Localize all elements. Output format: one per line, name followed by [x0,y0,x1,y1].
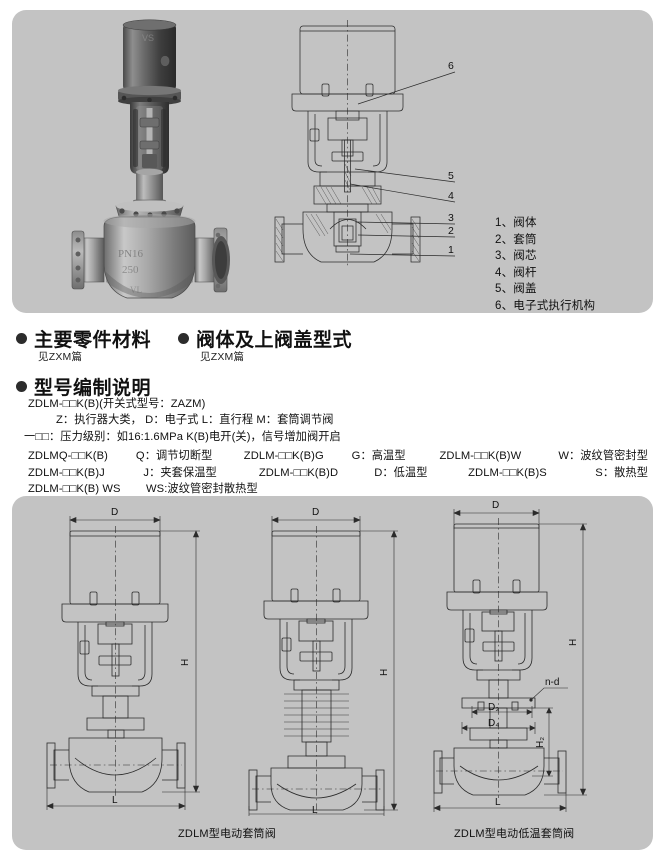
legend-item-1: 1、阀体 [495,217,537,229]
section-sub-bodytype: 见ZXM篇 [200,351,245,363]
variant-desc: WS:波纹管密封散热型 [146,482,258,495]
variant-row: ZDLMQ-□□K(B) Q：调节切断型 ZDLM-□□K(B)G G：高温型 … [28,448,648,464]
drawing-caption-standard: ZDLM型电动套筒阀 [178,828,276,840]
dim-label-nd: n-d [545,677,559,688]
variant-desc: S：散热型 [595,466,648,479]
valve-cutaway-drawing [270,14,485,309]
legend-item-3: 3、阀芯 [495,250,537,263]
section-heading-materials: 主要零件材料 [16,325,151,352]
spec-line-2: Z：执行器大类， D：电子式 L：直行程 M：套筒调节阀 [56,414,334,427]
dim-label-H: H [568,639,579,646]
svg-text:PN16: PN16 [118,248,144,260]
variant-code: ZDLM-□□K(B)G [243,450,324,463]
model-code-specification: ZDLM-□□K(B)(开关式型号：ZAZM) Z：执行器大类， D：电子式 L… [24,396,648,497]
spec-line-1: ZDLM-□□K(B)(开关式型号：ZAZM) [28,398,206,410]
dim-label-D4: D₄ [488,718,499,729]
variant-row: ZDLM-□□K(B) WS WS:波纹管密封散热型 [28,481,648,497]
valve-photograph: VS [60,14,285,309]
variant-code: ZDLM-□□K(B) WS [28,482,121,495]
dimension-drawings-panel: D H L [12,496,653,850]
legend-item-5: 5、阀盖 [495,283,537,296]
legend-item-4: 4、阀杆 [495,266,537,279]
product-overview-panel: VS [12,10,653,313]
model-variant-table: ZDLMQ-□□K(B) Q：调节切断型 ZDLM-□□K(B)G G：高温型 … [28,448,648,497]
dim-label-L: L [112,795,118,806]
variant-code: ZDLM-□□K(B)W [439,450,522,463]
drawing-caption-lowtemp: ZDLM型电动低温套筒阀 [454,828,575,840]
dim-label-L: L [495,797,501,808]
spec-line-3: 一□□：压力级别：如16:1.6MPa K(B)电开(关)，信号增加阀开启 [24,430,341,443]
parts-legend: 1、阀体 2、套筒 3、阀芯 4、阀杆 5、阀盖 6、电子式执行机构 [495,215,645,315]
section-sub-materials: 见ZXM篇 [38,351,83,363]
legend-item-2: 2、套筒 [495,233,537,246]
svg-text:250: 250 [122,264,139,276]
dimension-drawing-lowtemp: D H n-d D₃ [432,496,647,816]
variant-code: ZDLM-□□K(B)S [468,466,547,479]
variant-desc: G：高温型 [351,450,406,463]
section-title-materials: 主要零件材料 [34,329,152,351]
dim-label-D: D [492,500,499,511]
section-heading-modelcode: 型号编制说明 [16,373,151,400]
variant-code: ZDLM-□□K(B)J [28,466,105,479]
variant-desc: D：低温型 [374,466,428,479]
dim-label-H: H [180,659,191,666]
callout-1: 1 [448,244,454,256]
section-title-modelcode: 型号编制说明 [34,377,152,399]
variant-desc: Q：调节切断型 [135,450,213,463]
dim-label-D: D [312,507,319,518]
dim-label-D: D [111,507,118,518]
callout-2: 2 [448,225,454,237]
callout-4: 4 [448,190,454,202]
dimension-drawing-bellows: D H L [244,496,434,816]
dim-label-L: L [312,805,318,816]
dim-label-D3: D₃ [488,702,499,713]
variant-row: ZDLM-□□K(B)J J：夹套保温型 ZDLM-□□K(B)D D：低温型 … [28,465,648,481]
variant-code: ZDLMQ-□□K(B) [28,450,108,463]
bullet-icon [16,333,27,344]
callout-5: 5 [448,170,454,182]
section-title-bodytype: 阀体及上阀盖型式 [196,329,353,351]
section-heading-bodytype: 阀体及上阀盖型式 [178,325,352,352]
svg-text:VL: VL [130,285,142,295]
variant-code: ZDLM-□□K(B)D [258,466,339,479]
bullet-icon [178,333,189,344]
variant-desc: W：波纹管密封型 [558,450,648,463]
callout-6: 6 [448,60,454,72]
bullet-icon [16,381,27,392]
callout-numbers: 6 5 4 3 2 1 [448,60,454,256]
dim-label-H: H [379,669,390,676]
dim-label-H2: H₂ [535,737,546,748]
legend-item-6: 6、电子式执行机构 [495,299,596,312]
callout-3: 3 [448,212,454,224]
svg-text:VS: VS [142,33,154,43]
variant-desc: J：夹套保温型 [143,466,217,479]
dimension-drawing-standard: D H L [42,496,242,816]
